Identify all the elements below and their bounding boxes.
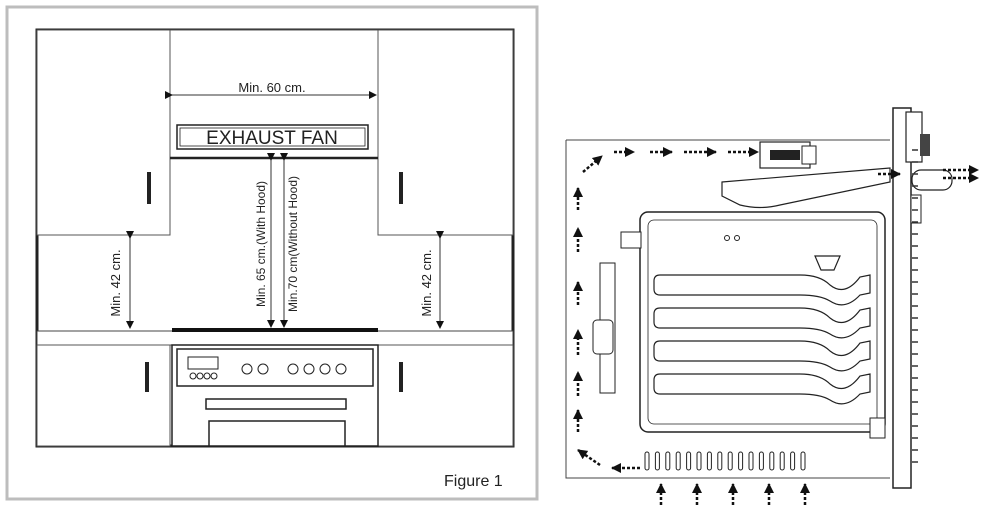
oven-rack — [653, 307, 871, 339]
oven-knob — [319, 363, 331, 375]
oven-knob — [335, 363, 347, 375]
cooling-fan-unit — [721, 141, 891, 209]
oven-airflow-figure — [565, 107, 979, 505]
exhaust-fan-box — [176, 124, 369, 150]
dim-70-label: Min.70 cm(Without Hood) — [286, 176, 300, 312]
dim-42-left-label: Min. 42 cm. — [108, 249, 123, 316]
oven-rack — [653, 373, 871, 405]
airflow-arrow — [582, 155, 603, 173]
vent-slot — [686, 451, 692, 471]
oven-racks — [653, 274, 871, 405]
cabinet-handle — [147, 172, 151, 204]
kitchen-figure: Min. 60 cm. EXHAUST FAN Min. 65 cm.(With… — [5, 5, 539, 501]
vent-slot — [748, 451, 754, 471]
vent-slot — [696, 451, 702, 471]
figure-caption: Figure 1 — [444, 473, 503, 490]
vent-slot — [717, 451, 723, 471]
oven-knob — [303, 363, 315, 375]
vent-slot — [769, 451, 775, 471]
vent-slot — [738, 451, 744, 471]
dim-65-label: Min. 65 cm.(With Hood) — [254, 181, 268, 307]
dim-60-label: Min. 60 cm. — [238, 80, 305, 95]
lower-cabinet-left — [36, 344, 171, 447]
vent-slot — [654, 451, 660, 471]
cabinet-handle — [145, 362, 149, 392]
vent-slot — [758, 451, 764, 471]
exhaust-fan-label: EXHAUST FAN — [206, 128, 338, 149]
cabinet-handle — [399, 362, 403, 392]
vent-slot — [727, 451, 733, 471]
cooktop — [172, 328, 378, 332]
oven-display — [187, 356, 219, 370]
upper-cabinet-right — [377, 29, 514, 236]
oven-front-panel — [892, 107, 912, 489]
vent-slot — [800, 451, 806, 471]
vent-slot — [706, 451, 712, 471]
door-handle — [911, 169, 953, 191]
cabinet-niche-outline — [565, 139, 890, 479]
vent-slot — [665, 451, 671, 471]
built-in-oven — [171, 344, 379, 447]
lower-cabinet-right — [377, 344, 514, 447]
oven-door-handle — [205, 398, 347, 410]
countertop — [36, 330, 514, 346]
ventilation-slots — [644, 451, 806, 471]
upper-cabinet-left — [36, 29, 171, 236]
oven-rack — [653, 340, 871, 372]
airflow-arrows — [573, 147, 979, 505]
airflow-arrow — [577, 448, 601, 467]
vent-slot — [675, 451, 681, 471]
oven-door-window — [208, 420, 346, 447]
oven-rack — [653, 274, 871, 306]
vent-slot — [644, 451, 650, 471]
front-panel-ticks — [912, 149, 918, 463]
vent-slot — [779, 451, 785, 471]
control-knob — [920, 134, 930, 156]
oven-knob — [287, 363, 299, 375]
oven-knob — [257, 363, 269, 375]
cabinet-handle — [399, 172, 403, 204]
dim-42-right-label: Min. 42 cm. — [419, 249, 434, 316]
oven-knob — [241, 363, 253, 375]
vent-slot — [790, 451, 796, 471]
door-hinge — [910, 194, 922, 224]
